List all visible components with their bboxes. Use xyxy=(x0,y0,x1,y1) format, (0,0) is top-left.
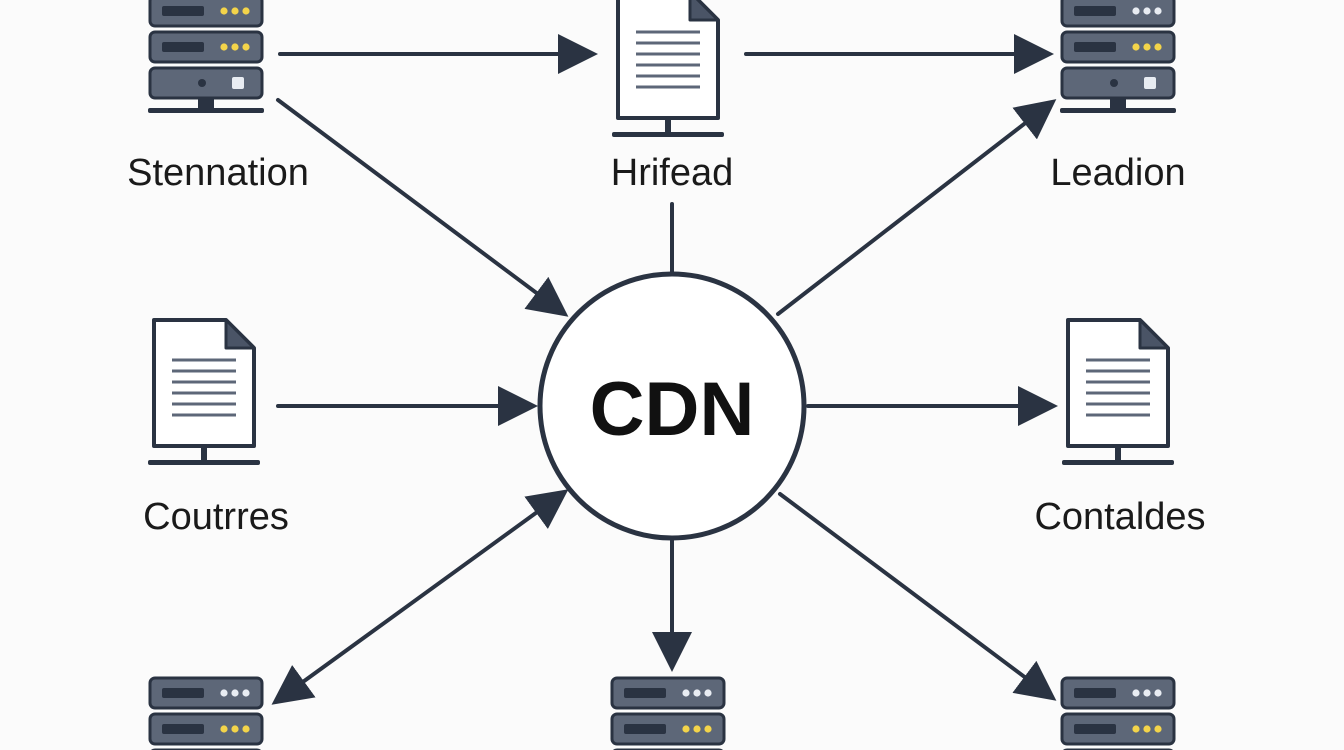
node-bottom-left-server-icon[interactable] xyxy=(148,676,264,750)
node-bottom-right-server-icon[interactable] xyxy=(1060,676,1176,750)
node-bottom-center-server-icon[interactable] xyxy=(610,676,726,750)
cdn-hub-circle[interactable] xyxy=(537,271,807,541)
node-leadion-server-icon[interactable] xyxy=(1060,0,1176,113)
node-label-stennation: Stennation xyxy=(127,152,309,194)
nodes-layer xyxy=(148,0,1176,750)
node-label-hrifead: Hrifead xyxy=(610,152,734,194)
node-contaldes-document-monitor-icon[interactable] xyxy=(1062,318,1174,465)
cdn-hub-label: CDN xyxy=(589,367,755,452)
edges-layer xyxy=(271,34,1058,705)
node-stennation-server-icon[interactable] xyxy=(148,0,264,113)
edge-center-to-bottom-left xyxy=(271,489,569,705)
node-coutrres-document-monitor-icon[interactable] xyxy=(148,318,260,465)
edge-center-to-leadion xyxy=(776,99,1057,316)
edge-center-to-bottom-right xyxy=(778,492,1057,701)
node-label-coutrres: Coutrres xyxy=(143,496,289,538)
node-hrifead-document-monitor-icon[interactable] xyxy=(612,0,724,137)
edge-stennation-to-center xyxy=(276,98,569,317)
node-label-leadion: Leadion xyxy=(1050,152,1186,194)
node-label-contaldes: Contaldes xyxy=(1034,496,1206,538)
